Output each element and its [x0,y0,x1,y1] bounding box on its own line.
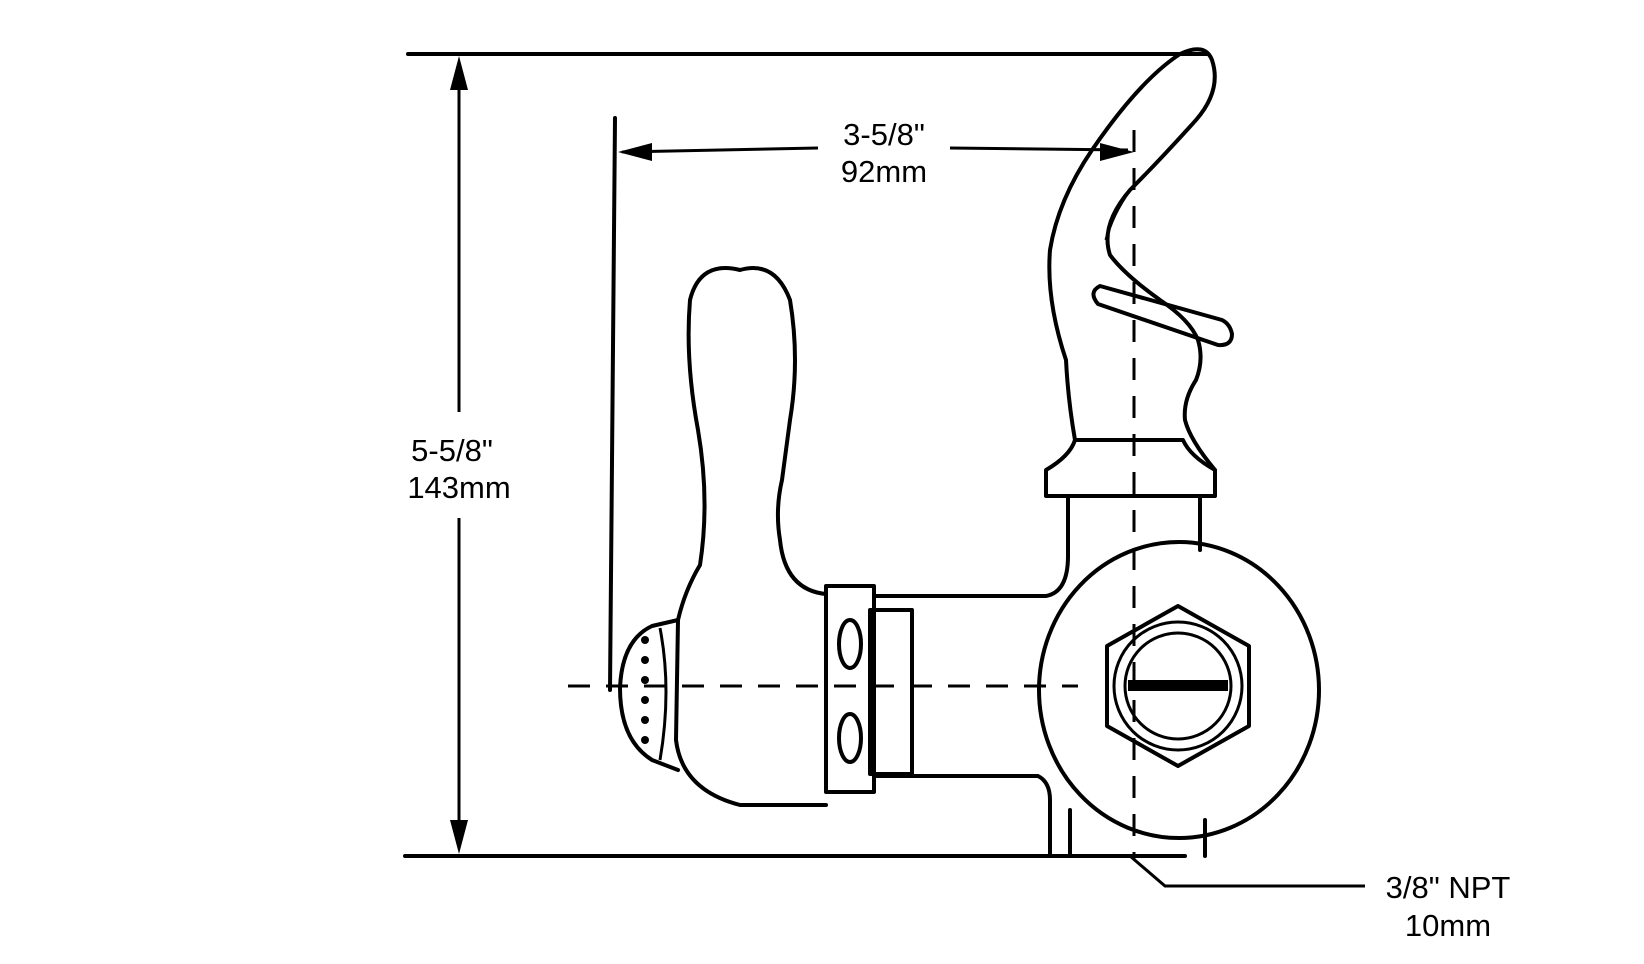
height-label-imperial: 5-5/8" [411,433,493,468]
hex-nut [1105,604,1251,768]
width-label-metric: 92mm [841,154,927,189]
width-dimension-line-right [949,146,1129,152]
knurl-dot [641,636,649,644]
width-label-imperial: 3-5/8" [843,117,925,152]
bubbler-body [1047,47,1217,472]
knurl-dot [641,696,649,704]
height-label-metric: 143mm [407,470,510,505]
height-arrow-top [450,56,468,90]
width-arrow-left [618,143,652,161]
connection-leader-line [1129,854,1365,888]
connection-callout: 3/8" NPT 10mm [1129,854,1511,943]
bottom-outlet [1068,808,1207,858]
height-dimension: 5-5/8" 143mm [403,52,1210,858]
coupling-hole-lower [837,712,863,764]
connector-arm-bottom [872,774,1052,858]
bubbler-head [1044,47,1234,558]
bubbler-inner-contour [1104,189,1132,241]
end-cap-knurling [641,636,649,744]
width-dimension-line-left [621,146,819,154]
handle [618,266,828,807]
coupling-nut [824,584,876,794]
bubbler-guard [1091,284,1234,348]
connector-arm-top [872,554,1070,598]
bubbler-collar [1044,438,1217,498]
connector-arm [824,554,1070,858]
handle-end-cap [618,618,680,772]
width-dimension: 3-5/8" 92mm [608,116,1134,692]
height-arrow-bottom [450,820,468,854]
adjustment-screw-slot [1128,680,1228,691]
hex-coupling [868,608,914,776]
handle-lever [674,266,828,807]
knurl-dot [641,676,649,684]
width-extension-left [608,116,617,692]
connection-label-imperial: 3/8" NPT [1386,870,1511,905]
valve-body-outline [1037,540,1321,840]
end-cap-inner [658,627,668,761]
knurl-dot [641,716,649,724]
width-arrow-right [1100,143,1134,161]
adjustment-screw [1123,631,1233,741]
knurl-dot [641,656,649,664]
valve-body [1037,540,1321,858]
knurl-dot [641,736,649,744]
hex-nut-inner-ring [1112,620,1244,752]
connection-label-metric: 10mm [1405,908,1491,943]
coupling-hole-upper [837,618,863,670]
